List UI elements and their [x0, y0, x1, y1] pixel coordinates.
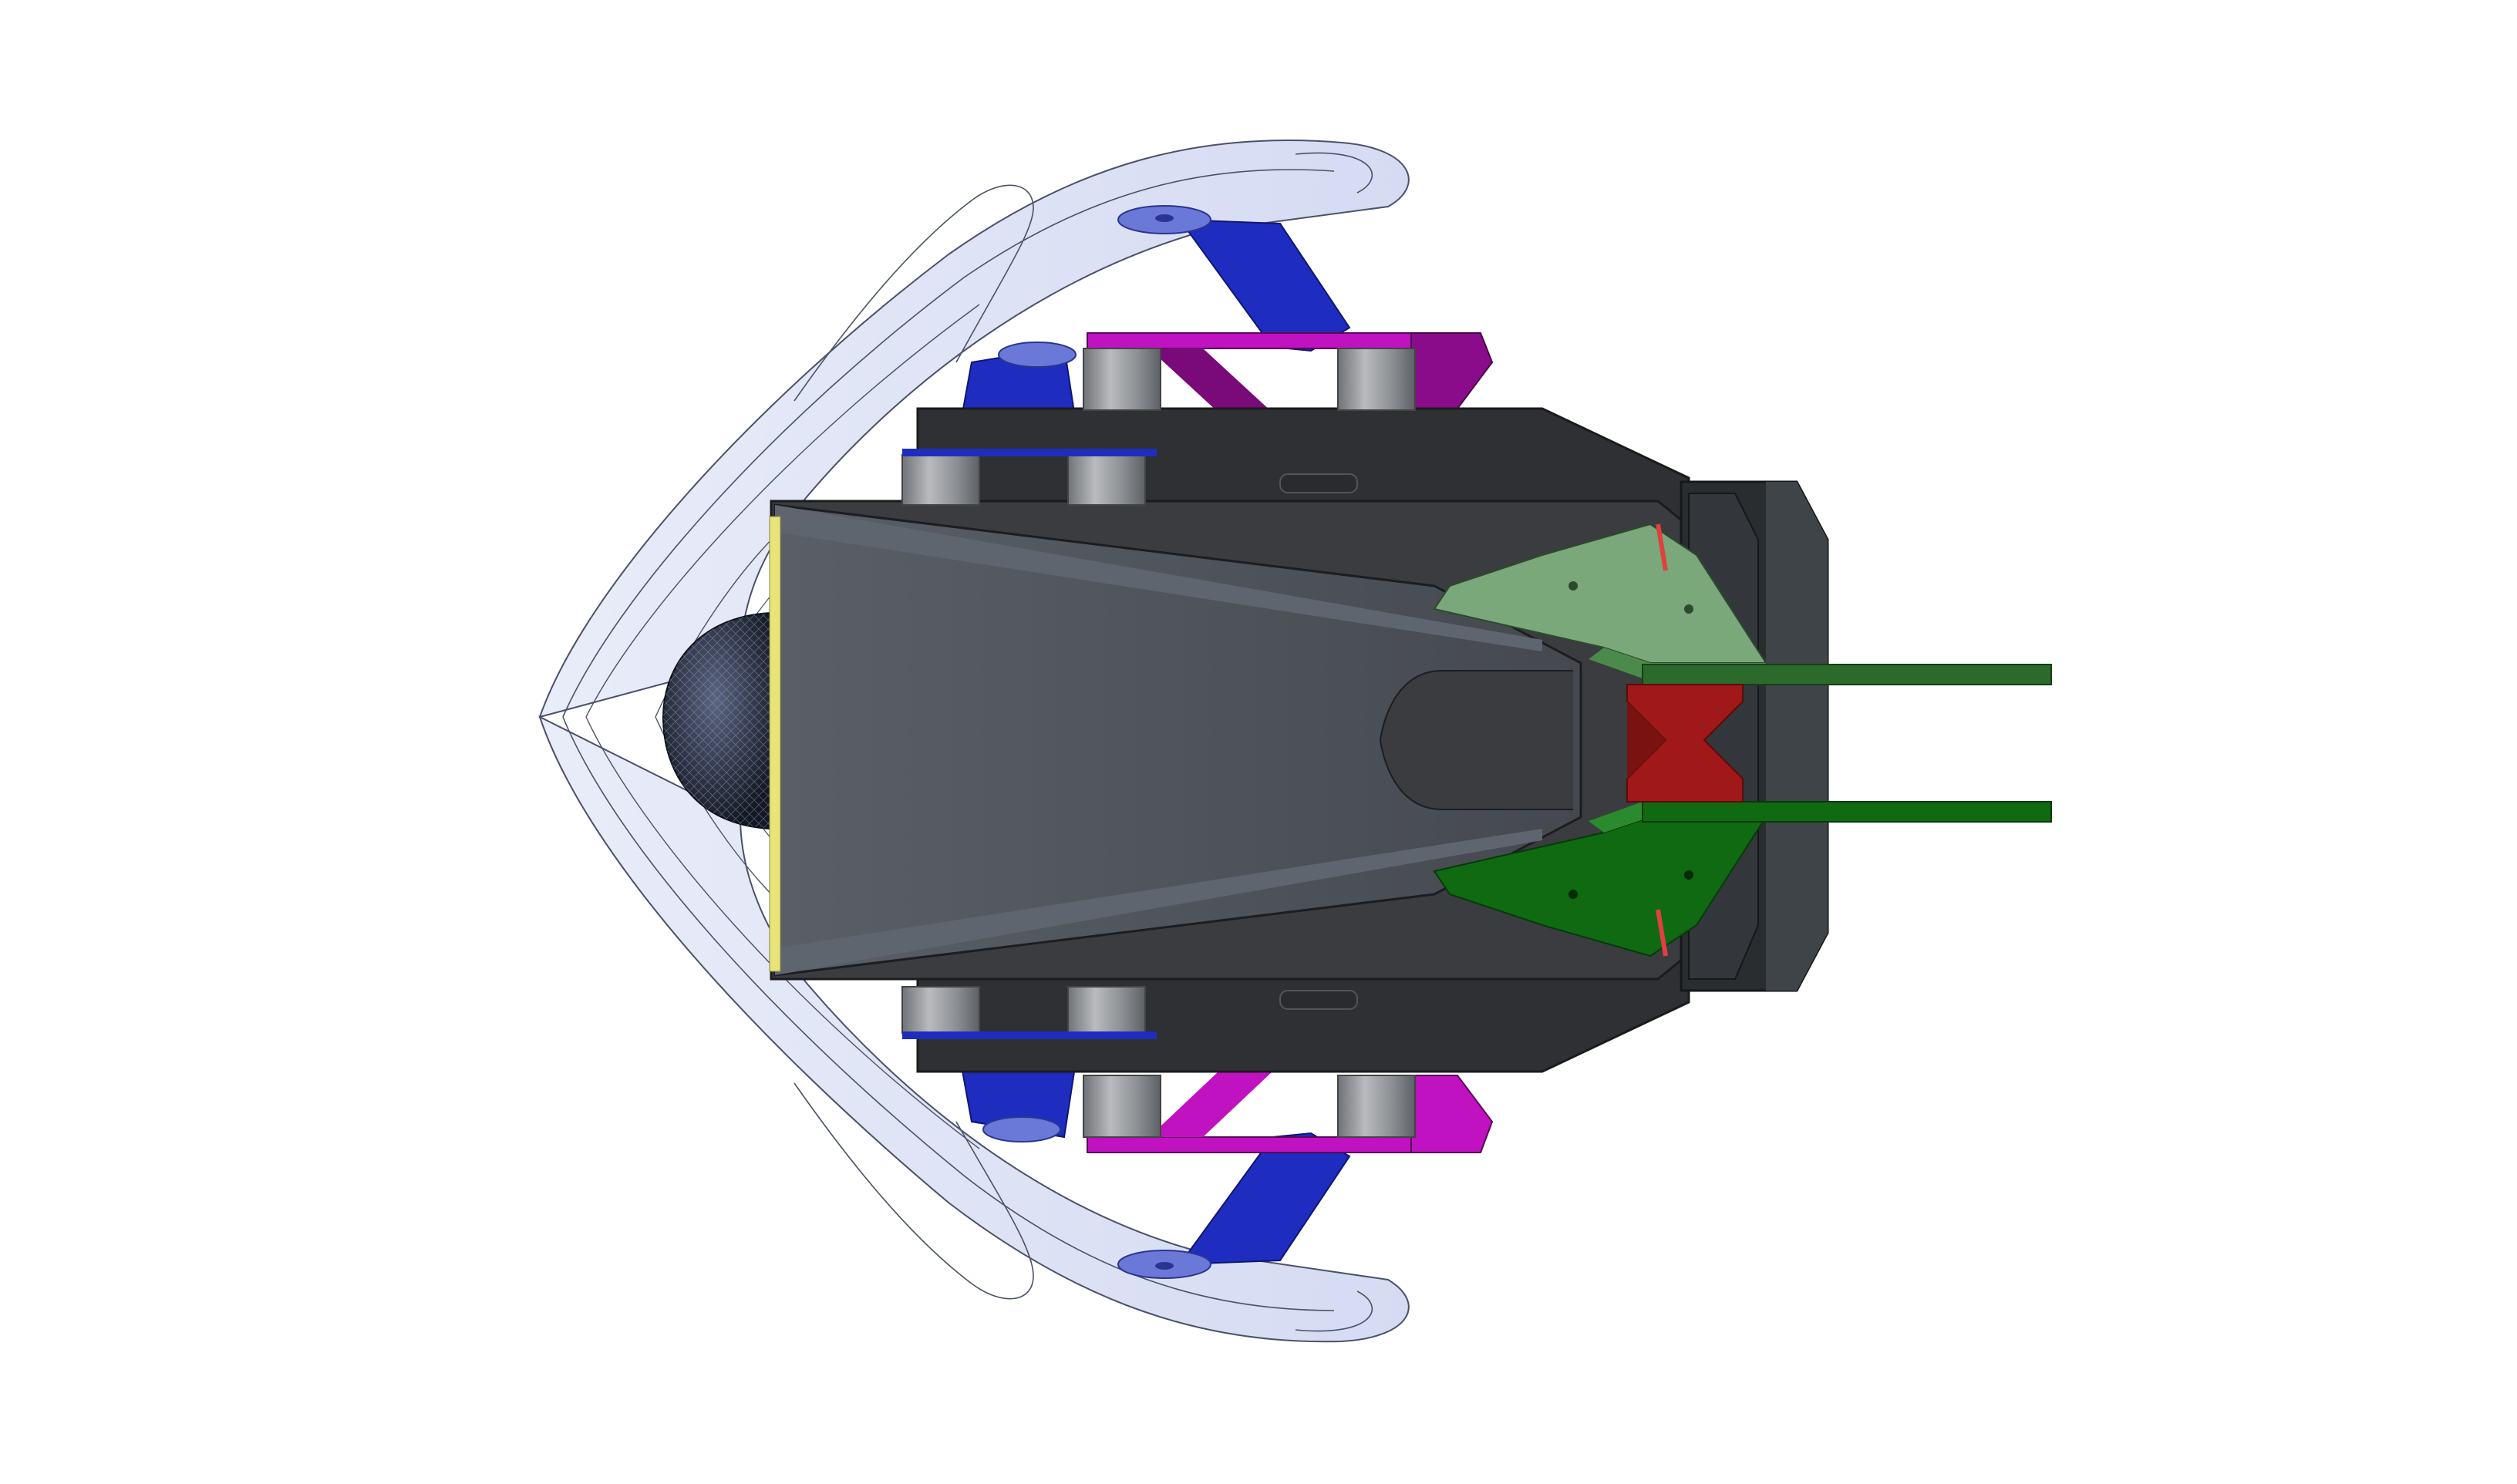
- standoff-posts: [901, 348, 1416, 1138]
- green-brackets: [1433, 523, 2052, 957]
- red-linkage: [1626, 523, 1744, 957]
- shell-upper-wing: [538, 140, 1410, 718]
- ramp-plate: [769, 503, 1582, 977]
- magenta-brackets: [1087, 332, 1494, 1153]
- shell-lower-wing: [538, 715, 1410, 1343]
- dome-sensor-icon: [662, 612, 780, 829]
